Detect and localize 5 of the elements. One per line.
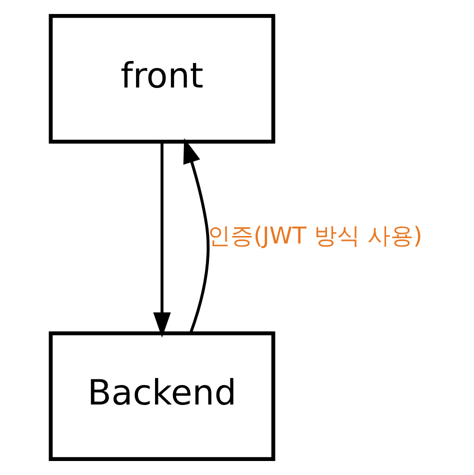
node-box: Backend <box>48 331 276 461</box>
arrow <box>153 142 171 338</box>
arrow <box>183 138 210 334</box>
node-box: front <box>48 14 276 144</box>
edge-label: 인증(JWT 방식 사용) <box>207 222 422 250</box>
